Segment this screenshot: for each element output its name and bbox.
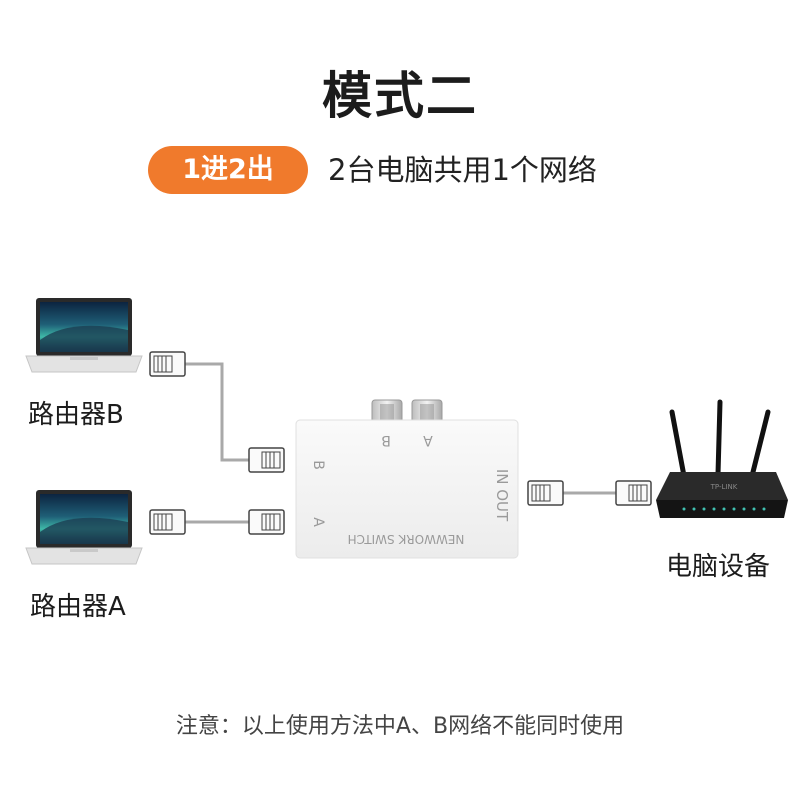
switch-port-b-side-label: B [310,460,326,470]
switch-in-out-label: IN OUT [493,469,511,522]
rj45-connector-b-left [149,351,186,377]
computer-b-label: 路由器B [28,400,124,430]
switch-brand-label: NEWWORK SWITCH [348,532,465,546]
usage-note: 注意：以上使用方法中A、B网络不能同时使用 [175,714,625,739]
network-switch: B A B A IN OUT NEWWORK SWITCH [295,399,519,559]
switch-port-a-side-label: A [310,517,326,527]
mode-badge: 1进2出 [148,146,308,194]
rj45-connector-a-right [248,509,285,535]
rj45-connector-b-right [248,447,285,473]
rj45-connector-a-left [149,509,186,535]
page-title: 模式二 [322,67,478,125]
laptop-b-icon [25,298,143,373]
router-led-icon [682,507,766,511]
cable-b [185,362,249,462]
router-icon: TP-LINK [656,399,788,518]
switch-port-b-top-label: B [381,432,391,448]
subtitle: 2台电脑共用1个网络 [328,153,597,187]
router-label: 电脑设备 [666,552,771,582]
computer-a-label: 路由器A [30,592,126,622]
rj45-connector-out-left [527,480,564,506]
switch-port-a-top-label: A [423,432,433,448]
rj45-connector-out-right [615,480,652,506]
laptop-a-icon [25,490,143,565]
router-brand-label: TP-LINK [710,483,738,491]
